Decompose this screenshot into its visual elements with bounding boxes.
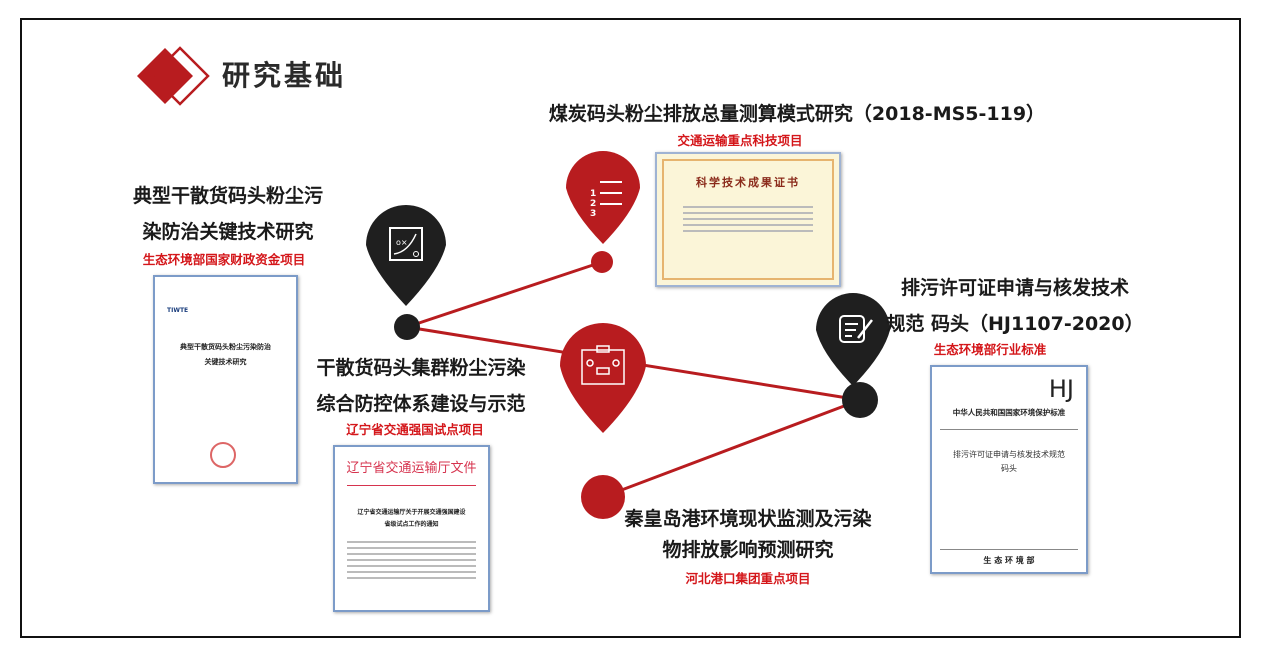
node-dot bbox=[591, 251, 613, 273]
project-source: 河北港口集团重点项目 bbox=[685, 571, 811, 586]
project-title-line: 干散货码头集群粉尘污染 bbox=[316, 357, 526, 379]
doc-title: 码头 bbox=[1001, 464, 1017, 473]
svg-text:1: 1 bbox=[590, 189, 596, 199]
doc-title: 科学技术成果证书 bbox=[696, 176, 800, 189]
doc-header: 辽宁省交通运输厅文件 bbox=[346, 461, 477, 476]
slide-frame bbox=[20, 18, 1241, 638]
pin-marker-red-2: 1 2 3 bbox=[566, 151, 640, 244]
project-title-line: 物排放影响预测研究 bbox=[662, 539, 834, 561]
project-source: 辽宁省交通强国试点项目 bbox=[346, 422, 484, 437]
report-cover-document: TIWTE 典型干散货码头粉尘污染防治 关键技术研究 bbox=[153, 275, 298, 484]
node-dot bbox=[842, 382, 878, 418]
seal-stamp bbox=[210, 442, 236, 468]
pin-marker-dark-4 bbox=[816, 293, 890, 386]
doc-issuer: 生 态 环 境 部 bbox=[983, 556, 1035, 565]
project-title-line: 综合防控体系建设与示范 bbox=[316, 393, 526, 415]
project-title-line: 典型干散货码头粉尘污 bbox=[132, 185, 324, 207]
doc-title: 排污许可证申请与核发技术规范 bbox=[953, 450, 1065, 459]
government-notice-document: 辽宁省交通运输厅文件 辽宁省交通运输厅关于开展交通强国建设 省级试点工作的通知 bbox=[333, 445, 490, 612]
standard-document: HJ 中华人民共和国国家环境保护标准 排污许可证申请与核发技术规范 码头 生 态… bbox=[930, 365, 1088, 574]
certificate-document: 科学技术成果证书 bbox=[655, 152, 841, 287]
project-source: 生态环境部行业标准 bbox=[933, 342, 1047, 357]
project-title-line: 排污许可证申请与核发技术 bbox=[900, 277, 1130, 299]
doc-title: 辽宁省交通运输厅关于开展交通强国建设 bbox=[357, 509, 466, 516]
project-title-line: 染防治关键技术研究 bbox=[142, 221, 314, 243]
node-dot bbox=[394, 314, 420, 340]
project-title-line: 煤炭码头粉尘排放总量测算模式研究（2018-MS5-119） bbox=[548, 103, 1046, 125]
svg-text:3: 3 bbox=[590, 209, 596, 219]
connector-line bbox=[602, 398, 861, 499]
hj-mark: HJ bbox=[1048, 375, 1074, 403]
project-title-line: 规范 码头（HJ1107-2020） bbox=[886, 313, 1144, 335]
doc-title: 关键技术研究 bbox=[204, 358, 247, 366]
project-title-line: 秦皇岛港环境现状监测及污染 bbox=[624, 508, 872, 530]
svg-text:2: 2 bbox=[590, 199, 596, 209]
tiwte-logo: TIWTE bbox=[167, 307, 189, 314]
connector-line bbox=[406, 260, 603, 329]
project-source: 交通运输重点科技项目 bbox=[677, 133, 803, 148]
svg-text:o×: o× bbox=[396, 238, 408, 247]
pin-marker-dark-1: o× bbox=[366, 205, 446, 306]
title-logo-icon bbox=[137, 46, 210, 106]
node-dot bbox=[581, 475, 625, 519]
doc-title: 省级试点工作的通知 bbox=[384, 521, 439, 528]
doc-header: 中华人民共和国国家环境保护标准 bbox=[952, 408, 1066, 417]
page-title: 研究基础 bbox=[222, 59, 347, 92]
doc-title: 典型干散货码头粉尘污染防治 bbox=[180, 343, 271, 351]
pin-marker-red-3 bbox=[560, 323, 646, 433]
project-source: 生态环境部国家财政资金项目 bbox=[142, 252, 306, 267]
